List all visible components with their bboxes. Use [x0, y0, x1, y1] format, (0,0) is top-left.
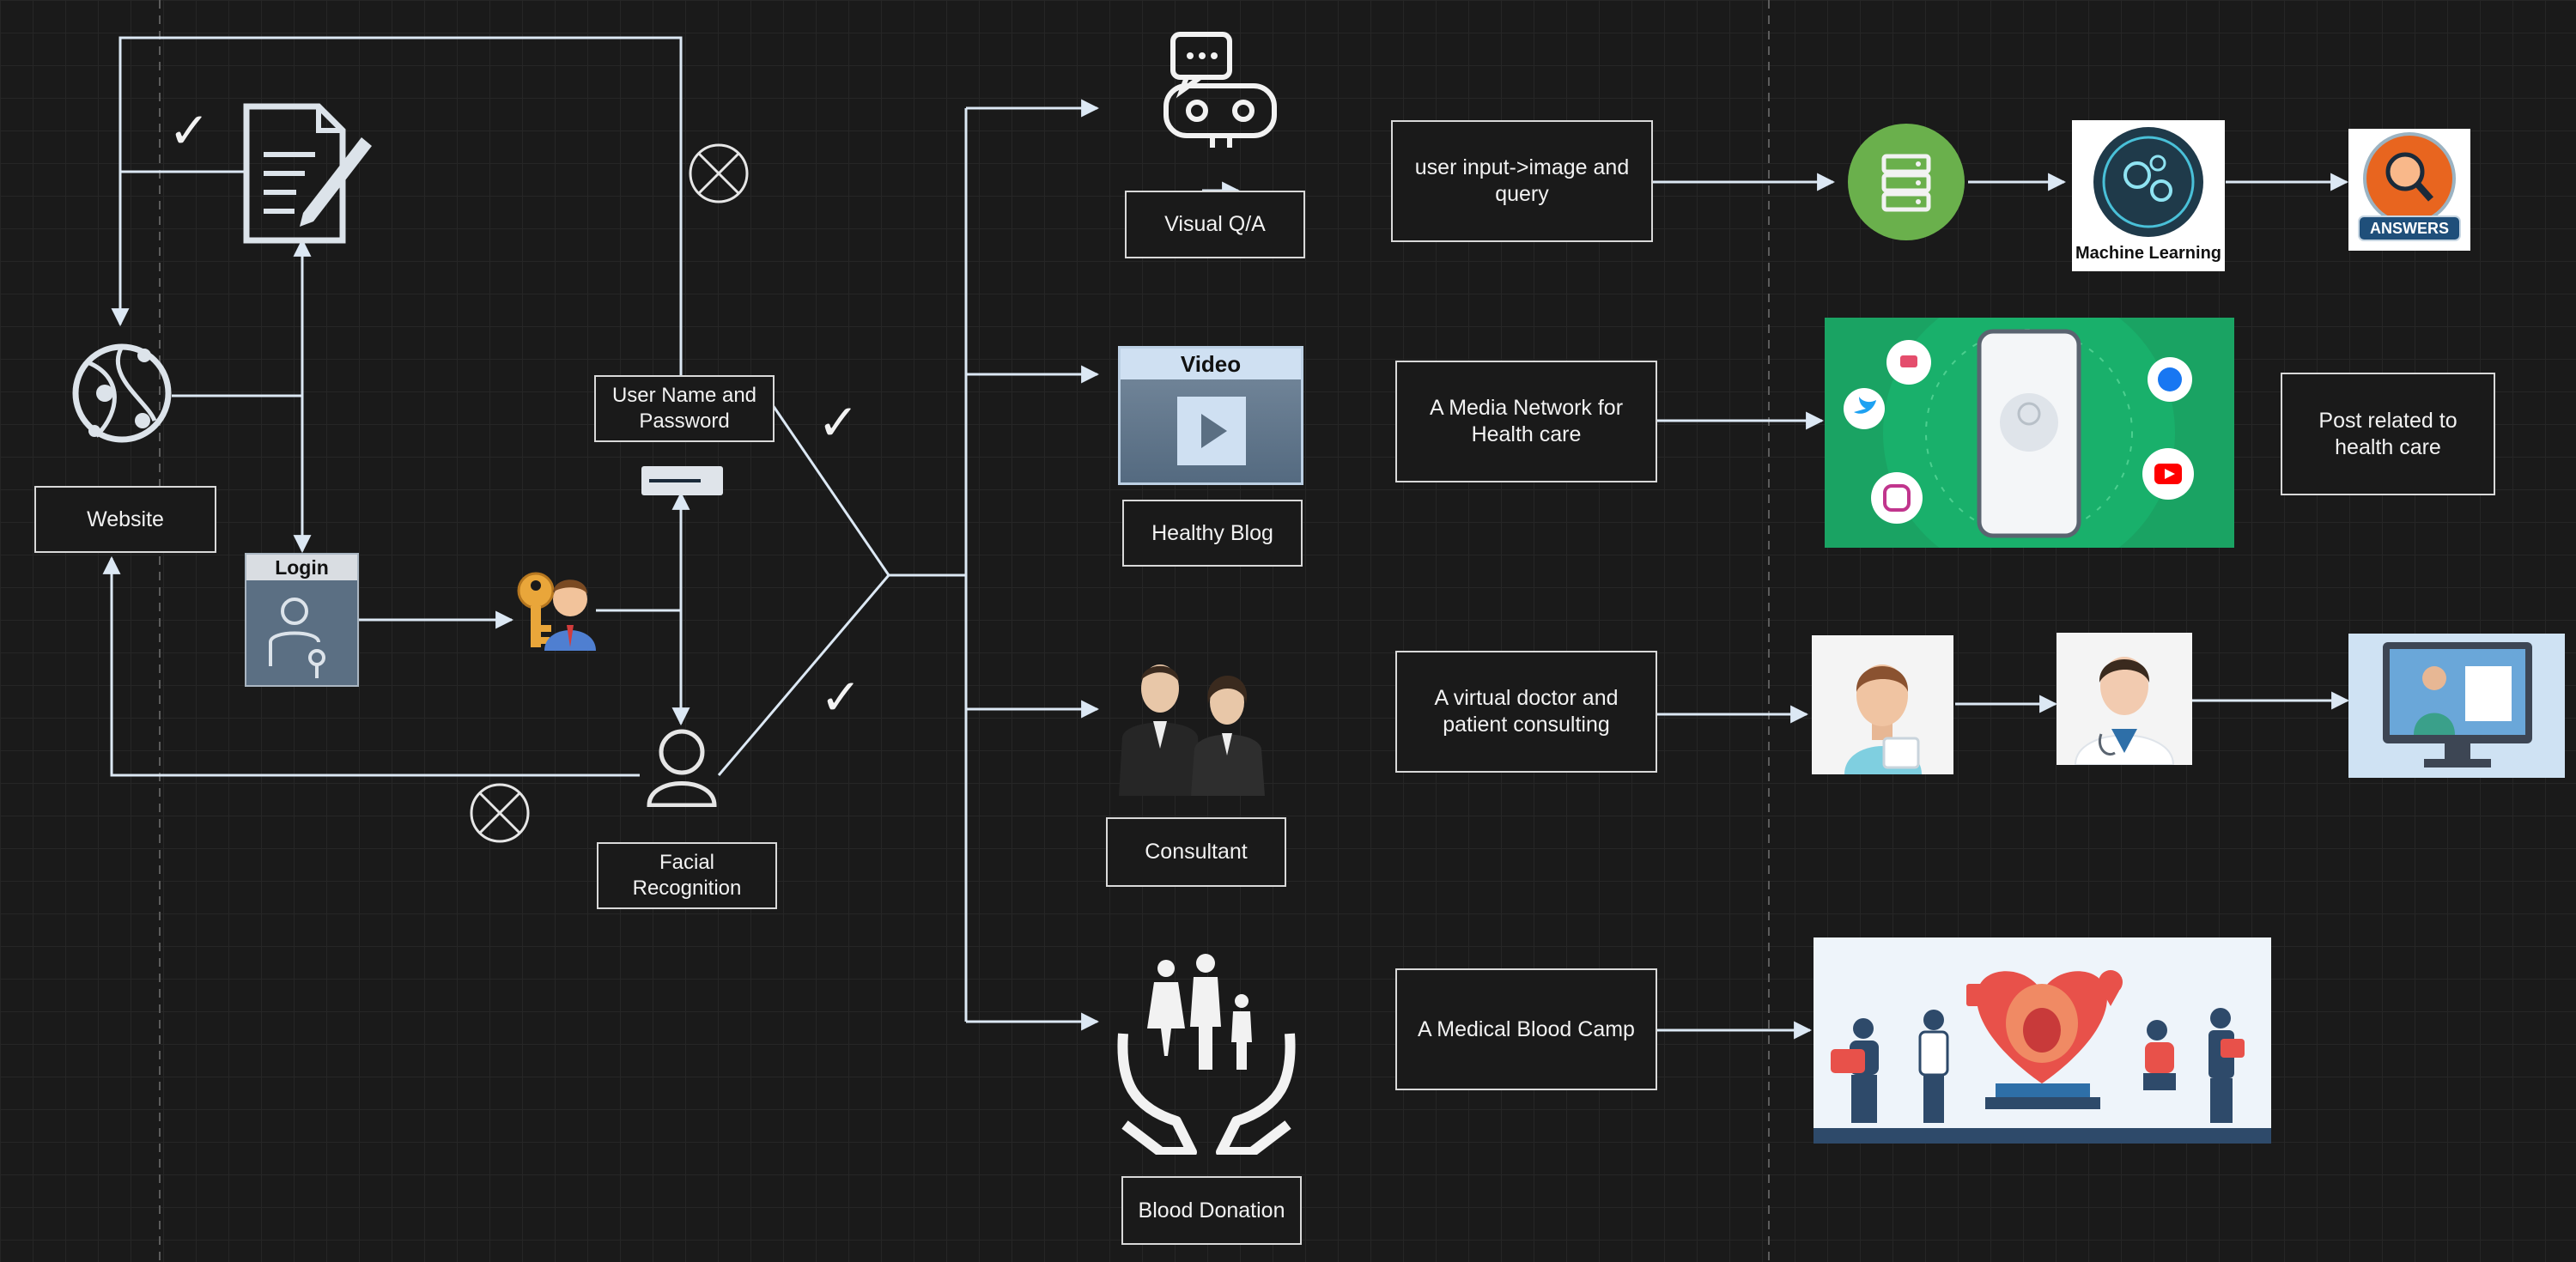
user-outline-icon [647, 729, 717, 807]
answers-magnifier-icon: ANSWERS [2348, 129, 2470, 251]
video-player-icon: Video [1118, 346, 1303, 485]
user-name-password-label: User Name and Password [611, 384, 757, 433]
machine-learning-label: Machine Learning [2075, 244, 2222, 263]
doctor-avatar-icon [2057, 633, 2192, 765]
visual-qa-label: Visual Q/A [1164, 212, 1266, 236]
patient-avatar-icon [1812, 635, 1953, 774]
document-edit-icon [243, 103, 372, 244]
key-user-icon [517, 572, 596, 651]
cancel-circle-icon [689, 143, 749, 203]
media-network-node: A Media Network for Health care [1395, 361, 1657, 482]
connector-lines [102, 36, 2350, 1040]
facial-recognition-label: Facial Recognition [632, 851, 742, 900]
consultant-label: Consultant [1145, 840, 1248, 864]
virtual-doctor-node: A virtual doctor and patient consulting [1395, 651, 1657, 773]
website-label: Website [87, 507, 164, 531]
post-health-node: Post related to health care [2281, 373, 2495, 495]
cancel-circle-icon [470, 783, 530, 843]
server-icon [1848, 124, 1965, 240]
machine-learning-brain-icon: Machine Learning [2072, 120, 2225, 271]
login-label: Login [246, 555, 357, 580]
user-name-password-node: User Name and Password [594, 375, 775, 442]
login-panel-icon: Login [245, 553, 359, 687]
checkmark-icon: ✓ [168, 103, 210, 159]
video-label: Video [1121, 349, 1301, 379]
blood-camp-illustration [1814, 937, 2271, 1144]
consultant-node: Consultant [1106, 817, 1286, 887]
chatbot-icon [1163, 32, 1277, 148]
brain-gear-icon [2093, 127, 2203, 237]
answers-label: ANSWERS [2369, 220, 2449, 237]
media-network-label: A Media Network for Health care [1429, 396, 1624, 446]
blood-donation-node: Blood Donation [1121, 1176, 1302, 1245]
checkmark-icon: ✓ [817, 395, 860, 451]
blood-camp-node: A Medical Blood Camp [1395, 968, 1657, 1090]
checkmark-icon: ✓ [820, 670, 862, 725]
website-node: Website [34, 486, 216, 553]
user-input-node: user input->image and query [1391, 120, 1653, 242]
post-health-label: Post related to health care [2318, 408, 2458, 459]
play-icon [1177, 397, 1246, 465]
visual-qa-node: Visual Q/A [1125, 191, 1305, 258]
telemedicine-monitor-icon [2348, 634, 2565, 778]
social-media-phone-image [1825, 318, 2234, 548]
blood-donation-label: Blood Donation [1138, 1198, 1285, 1223]
magnifier-icon [2358, 132, 2461, 241]
healthy-blog-node: Healthy Blog [1122, 500, 1303, 567]
user-input-label: user input->image and query [1414, 155, 1630, 206]
blood-donation-hands-icon [1117, 954, 1296, 1155]
user-lock-icon [269, 598, 325, 678]
password-field-icon [641, 466, 723, 495]
facial-recognition-node: Facial Recognition [597, 842, 777, 909]
virtual-doctor-label: A virtual doctor and patient consulting [1434, 686, 1619, 737]
blood-camp-label: A Medical Blood Camp [1418, 1016, 1635, 1041]
globe-network-icon [72, 343, 172, 443]
consultant-people-icon [1119, 664, 1265, 796]
healthy-blog-label: Healthy Blog [1151, 520, 1273, 545]
